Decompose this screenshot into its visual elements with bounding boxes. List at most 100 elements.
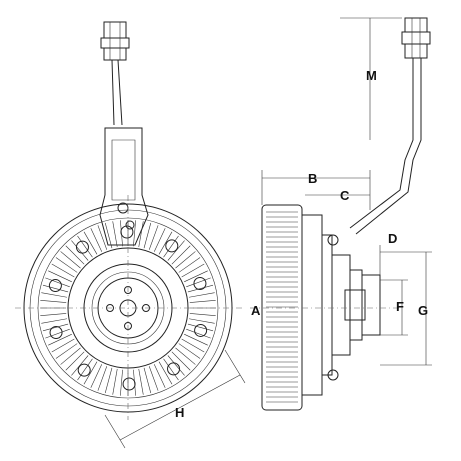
- cooling-fin: [189, 313, 216, 316]
- cooling-fin: [175, 347, 196, 365]
- cooling-fin: [97, 225, 108, 250]
- cooling-fin: [77, 235, 93, 258]
- cooling-fin: [148, 366, 159, 391]
- perimeter-bolt: [194, 323, 208, 337]
- cooling-fin: [153, 228, 166, 252]
- cooling-fin: [77, 358, 93, 381]
- cooling-fin: [189, 318, 215, 324]
- cooling-fin: [153, 364, 166, 388]
- dimension-h: H: [104, 349, 246, 449]
- cooling-fin: [171, 351, 191, 371]
- cooling-fin: [55, 257, 78, 273]
- cooling-fin: [65, 351, 85, 371]
- cooling-fin: [40, 313, 67, 316]
- perimeter-bolt: [122, 377, 136, 391]
- side-view: M B C: [250, 17, 432, 411]
- label-b: B: [308, 171, 317, 186]
- cooling-fin: [41, 318, 67, 324]
- cooling-fin: [143, 367, 152, 394]
- cooling-fin: [97, 366, 108, 391]
- cooling-fin: [51, 338, 75, 353]
- cooling-fin: [171, 245, 191, 265]
- side-fan-ring: [261, 204, 333, 411]
- front-bracket: [99, 127, 149, 246]
- label-f: F: [396, 299, 404, 314]
- cooling-fin: [143, 222, 152, 249]
- cooling-fin: [42, 323, 69, 332]
- dimension-b: B: [261, 170, 371, 210]
- label-c: C: [340, 188, 350, 203]
- perimeter-bolt: [77, 363, 91, 377]
- cooling-fin: [104, 222, 113, 249]
- cooling-fin: [65, 245, 85, 265]
- perimeter-bolt: [49, 326, 63, 340]
- perimeter-bolt: [48, 279, 62, 293]
- label-g: G: [418, 303, 428, 318]
- dimension-a: A: [251, 303, 261, 318]
- cooling-fin: [112, 369, 118, 395]
- cooling-fin: [55, 343, 78, 359]
- cooling-fin: [90, 228, 103, 252]
- cooling-fin: [138, 369, 144, 395]
- cooling-fin: [48, 333, 72, 346]
- dimension-g: G: [380, 251, 432, 366]
- label-a: A: [251, 303, 261, 318]
- cooling-fin: [186, 328, 211, 339]
- cooling-fin: [45, 277, 70, 288]
- front-cable: [111, 59, 123, 126]
- cooling-fin: [104, 367, 113, 394]
- front-view: H: [15, 21, 246, 449]
- dimension-d: D: [379, 231, 397, 275]
- cooling-fin: [138, 221, 144, 247]
- cooling-fin: [48, 270, 72, 283]
- cooling-fin: [184, 333, 208, 346]
- dimension-m: M: [340, 17, 402, 140]
- cooling-fin: [187, 284, 214, 293]
- cooling-fin: [83, 231, 98, 255]
- perimeter-bolt: [165, 239, 179, 253]
- cooling-fin: [40, 300, 67, 303]
- cooling-fin: [178, 343, 201, 359]
- cooling-fin: [163, 358, 179, 381]
- cooling-fin: [51, 263, 75, 278]
- cooling-fin: [184, 270, 208, 283]
- cooling-fin: [181, 263, 205, 278]
- cooling-fin: [120, 369, 123, 396]
- cooling-fin: [133, 220, 136, 247]
- label-d: D: [388, 231, 397, 246]
- cooling-fin: [41, 292, 67, 298]
- cooling-fin: [189, 292, 215, 298]
- cooling-fin: [45, 328, 70, 339]
- cooling-fin: [186, 277, 211, 288]
- side-connector: [401, 17, 431, 59]
- cooling-fin: [42, 284, 69, 293]
- cooling-fin: [167, 355, 185, 376]
- cooling-fin: [189, 300, 216, 303]
- cooling-fin: [83, 361, 98, 385]
- cooling-fin: [60, 347, 81, 365]
- cooling-fin: [187, 323, 214, 332]
- perimeter-bolt: [75, 240, 89, 254]
- perimeter-bolt: [193, 276, 207, 290]
- cooling-fin: [158, 231, 173, 255]
- cooling-fin: [90, 364, 103, 388]
- cooling-fin: [175, 251, 196, 269]
- cooling-fin: [148, 225, 159, 250]
- cooling-fin: [71, 240, 89, 261]
- front-clutch-body: [15, 195, 242, 420]
- perimeter-bolt: [120, 225, 134, 239]
- dimension-f: F: [380, 279, 408, 336]
- side-hub: [250, 234, 400, 381]
- cooling-fin: [178, 257, 201, 273]
- front-connector: [100, 21, 130, 61]
- cooling-fin: [158, 361, 173, 385]
- label-m: M: [366, 68, 377, 83]
- cooling-fin: [181, 338, 205, 353]
- cooling-fin: [112, 221, 118, 247]
- perimeter-bolt: [167, 362, 181, 376]
- dimension-c: C: [305, 188, 370, 203]
- label-h: H: [175, 405, 184, 420]
- cooling-fin: [60, 251, 81, 269]
- cooling-fin: [163, 235, 179, 258]
